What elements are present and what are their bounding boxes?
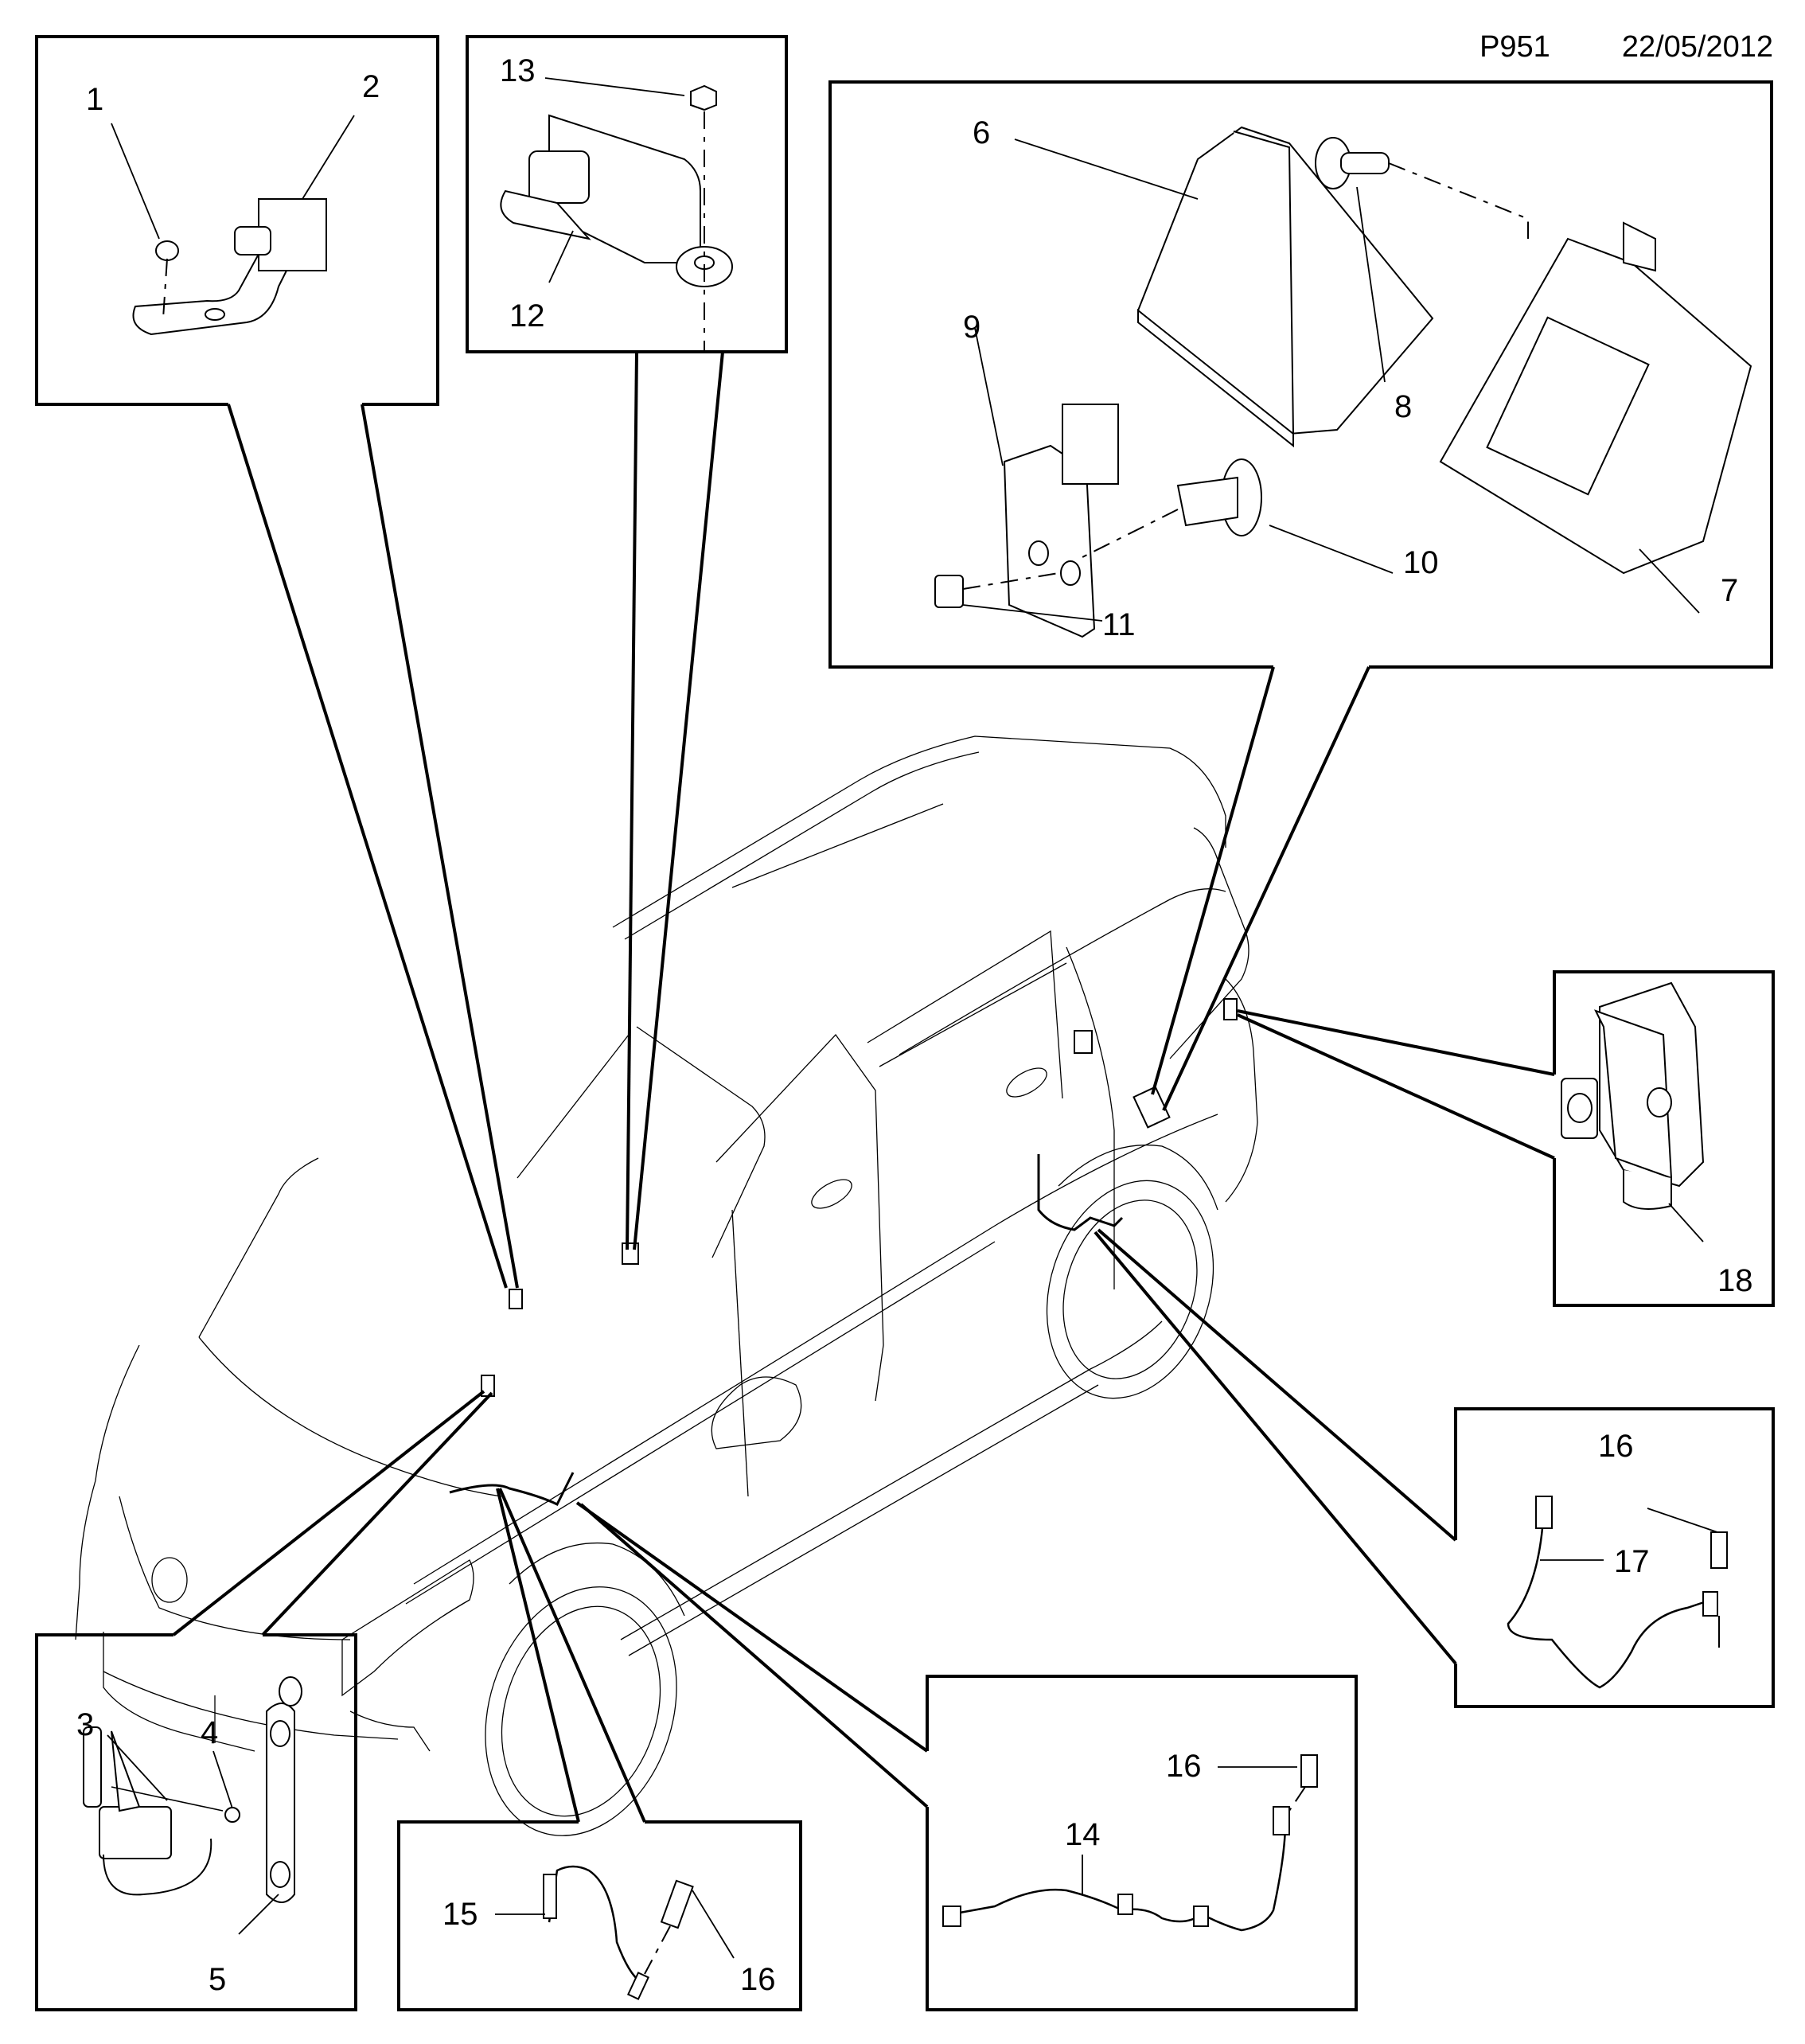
harness-14-drawing [942,1754,1318,1932]
callout-1: 1 [86,82,103,117]
impact-sensor-18-drawing [1561,981,1705,1210]
detail-box-module-nut: 13 12 [466,35,788,353]
callout-6: 6 [973,115,990,150]
callout-18: 18 [1717,1263,1753,1298]
screw-4-drawing [224,1807,240,1823]
clip-11-drawing [934,572,1059,608]
callout-16-front: 16 [1166,1749,1202,1784]
diagram-header: P951 22/05/2012 [1408,30,1773,64]
diagram-code: P951 [1479,30,1550,64]
callout-10: 10 [1403,545,1439,580]
control-module-6-drawing [1136,126,1434,448]
callout-2: 2 [362,69,380,104]
vehicle-illustration [75,735,1258,1836]
detail-box-rear-sensor: 18 [1553,970,1775,1307]
callout-4: 4 [201,1715,218,1750]
detail-box-control-modules: 6 7 8 9 10 11 [828,80,1773,669]
callout-12: 12 [509,298,545,334]
fastener-10-drawing [1082,458,1262,558]
sensor-15-drawing [543,1865,694,2000]
callout-16-speed: 16 [740,1962,776,1997]
bracket-9-drawing [1003,404,1119,638]
leader-lines [172,351,1555,1823]
detail-box-level-sensor: 3 4 5 [35,1633,357,2011]
callout-17: 17 [1614,1544,1650,1579]
control-module-7-drawing [1439,221,1752,575]
detail-box-sensor-bracket: 1 2 [35,35,439,406]
harness-17-drawing [1507,1496,1728,1689]
callout-16-rear: 16 [1598,1429,1634,1464]
detail-box-rear-wheel-harness: 16 17 [1454,1407,1775,1708]
sensor-bracket-drawing [132,198,327,336]
callout-8: 8 [1394,389,1412,424]
detail-box-wheel-speed-sensor: 15 16 [397,1820,802,2011]
callout-7: 7 [1721,573,1738,608]
inertia-module-drawing [500,84,733,350]
callout-13: 13 [500,53,536,88]
vehicle-part-markers [449,998,1238,1507]
callout-3: 3 [76,1707,94,1742]
callout-14: 14 [1065,1817,1101,1852]
callout-9: 9 [963,310,980,345]
callout-5: 5 [209,1962,226,1997]
detail-box-front-wheel-harness: 14 16 [926,1675,1358,2011]
callout-15: 15 [442,1897,478,1932]
level-sensor-3-drawing [83,1726,224,1896]
link-rod-5-drawing [266,1676,302,1903]
diagram-date: 22/05/2012 [1621,30,1773,64]
fastener-8-drawing [1315,137,1529,239]
callout-11: 11 [1102,607,1136,642]
